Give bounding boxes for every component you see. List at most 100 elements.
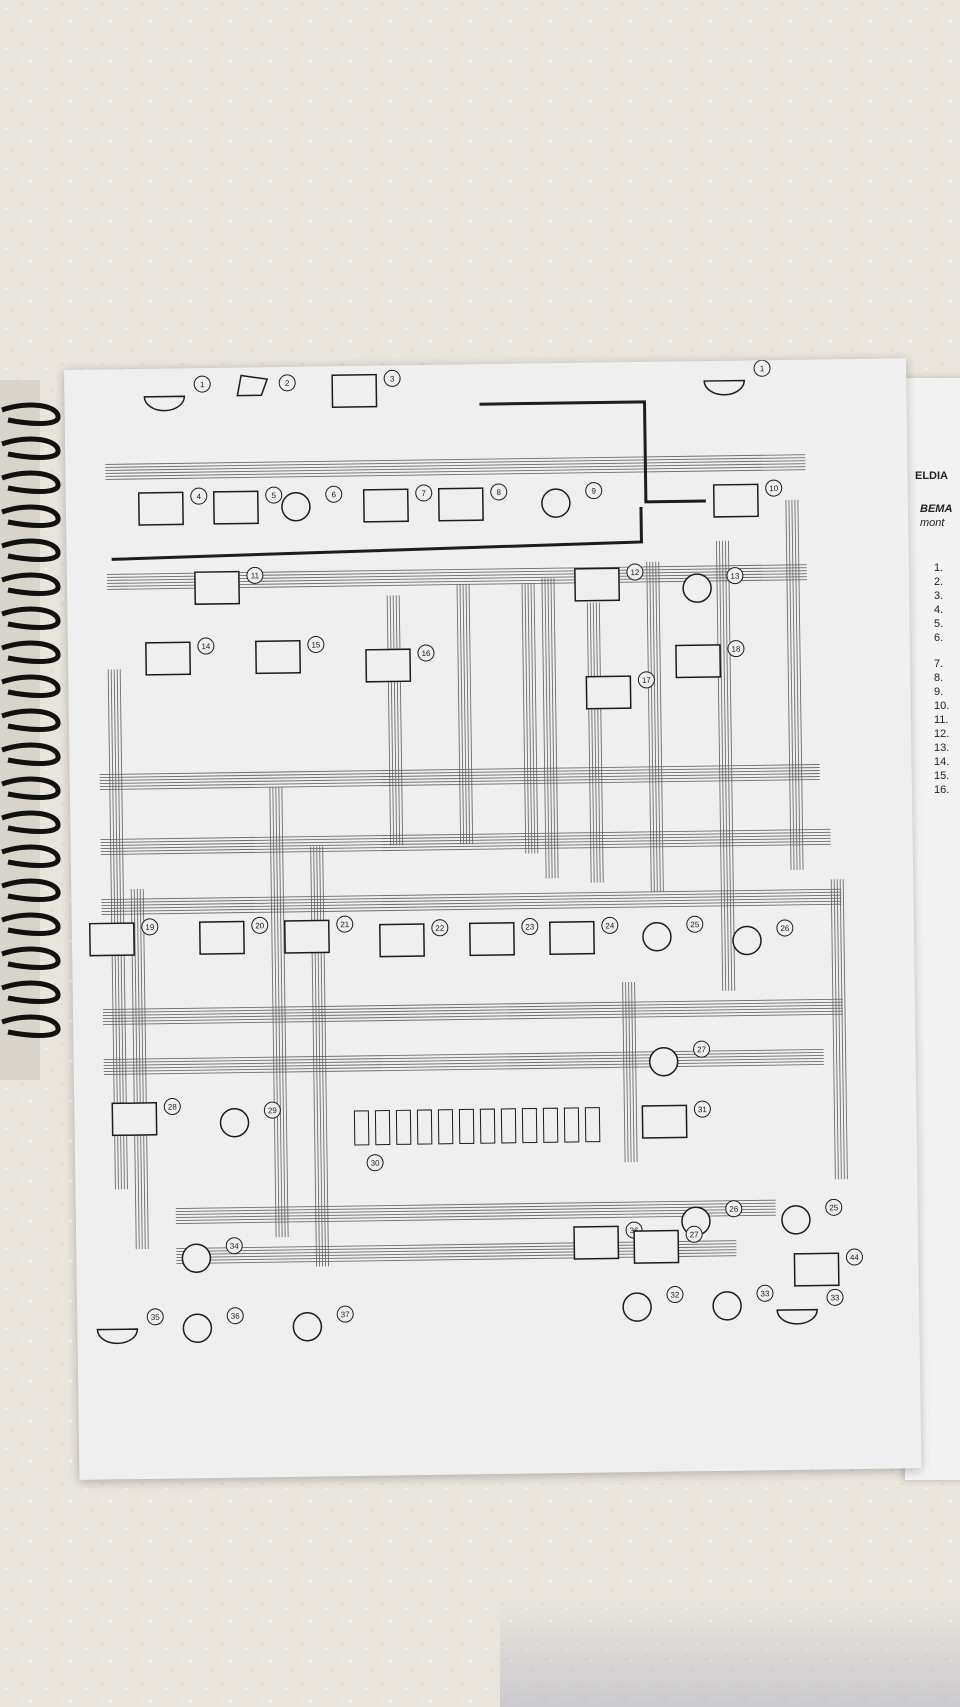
component-number: 37 xyxy=(341,1310,351,1319)
component-number: 19 xyxy=(145,923,155,932)
component-number-circle xyxy=(521,918,539,936)
diagram-component: 10 xyxy=(712,479,783,518)
component-number: 7 xyxy=(421,489,426,498)
component-number: 18 xyxy=(731,645,741,654)
diagram-component: 30 xyxy=(353,1107,601,1172)
component-number-circle xyxy=(753,359,771,377)
component-number-circle xyxy=(431,919,449,937)
component-number-circle xyxy=(163,1098,181,1116)
wire-bundle-line xyxy=(133,889,140,1250)
fuse-symbol xyxy=(500,1108,517,1144)
component-number: 22 xyxy=(435,924,445,933)
spiral-coil xyxy=(1,810,61,834)
wire-bundle-line xyxy=(100,831,831,843)
diagram-component: 36 xyxy=(573,1221,643,1260)
facing-page-legend-number: 3. xyxy=(934,590,944,602)
wire-bundle-line xyxy=(550,578,556,879)
component-number: 23 xyxy=(525,922,535,931)
wire-bundle-line xyxy=(316,846,323,1267)
fuse-symbol xyxy=(521,1107,538,1144)
wire-bundle-line xyxy=(100,828,831,840)
gauge-symbol xyxy=(281,492,311,522)
wire-bundle-line xyxy=(103,1055,824,1066)
component-number: 1 xyxy=(760,364,765,373)
component-box xyxy=(379,923,425,958)
wire-bundle-line xyxy=(103,1013,844,1025)
wire-bundle-line xyxy=(456,584,462,845)
wire-bundle-line xyxy=(794,499,801,870)
diagram-component: 21 xyxy=(283,915,354,954)
wire-bundle-line xyxy=(530,583,536,854)
gauge-symbol xyxy=(642,922,672,952)
component-number: 25 xyxy=(690,920,700,929)
diagram-component: 34 xyxy=(181,1237,243,1273)
wire-bundle-line xyxy=(103,1058,824,1069)
wire-bundle-line xyxy=(830,879,836,1180)
component-number: 33 xyxy=(760,1289,770,1298)
wire-bundle-line xyxy=(100,840,831,852)
component-box xyxy=(675,644,722,679)
facing-page-subtitle: BEMA xyxy=(920,503,953,515)
wire-bundle-line xyxy=(103,1061,824,1072)
wire-bundle-line xyxy=(836,879,842,1180)
wire-bundle-line xyxy=(395,595,401,846)
component-number: 2 xyxy=(285,379,290,388)
wire-bundle-line xyxy=(797,499,804,870)
gauge-symbol xyxy=(219,1107,250,1138)
fuse-symbol xyxy=(542,1107,559,1143)
wire-bundle-line xyxy=(462,584,468,845)
component-number: 21 xyxy=(340,920,350,929)
wire-bundle-line xyxy=(103,1064,824,1075)
facing-page-legend-number: 8. xyxy=(934,672,944,684)
component-box xyxy=(793,1252,840,1287)
wire-bundle-line xyxy=(839,879,845,1180)
diagram-component: 11 xyxy=(194,566,264,605)
component-number-circle xyxy=(685,1225,703,1243)
wire-bundle-line xyxy=(278,787,286,1238)
wire-bundle-line xyxy=(788,499,795,870)
component-number: 10 xyxy=(769,484,779,493)
gauge-symbol xyxy=(682,573,712,603)
component-box xyxy=(437,487,484,522)
component-number-circle xyxy=(845,1248,863,1266)
component-number-circle xyxy=(693,1100,711,1118)
component-number: 16 xyxy=(421,649,431,658)
fuse-symbol xyxy=(584,1107,601,1143)
component-box xyxy=(633,1229,680,1264)
diagram-component: 6 xyxy=(281,485,343,522)
wire-bundle-line xyxy=(100,837,831,849)
fuse-symbol xyxy=(563,1107,580,1143)
component-box xyxy=(574,567,621,602)
component-number-circle xyxy=(415,484,433,502)
component-number-circle xyxy=(141,918,159,936)
component-number-circle xyxy=(225,1237,243,1255)
gauge-symbol xyxy=(292,1311,323,1342)
diagram-component: 13 xyxy=(682,567,744,603)
component-number-circle xyxy=(265,486,283,504)
wire-bundle-line xyxy=(275,787,283,1238)
component-box xyxy=(548,920,595,956)
component-number: 36 xyxy=(231,1312,241,1321)
component-number: 6 xyxy=(331,490,336,499)
component-number: 27 xyxy=(690,1230,700,1239)
spiral-coil xyxy=(1,572,61,596)
gauge-symbol xyxy=(781,1205,811,1235)
spiral-coil xyxy=(1,1014,61,1038)
wire-bundle-line xyxy=(102,998,843,1010)
wire-bundle-line xyxy=(521,583,527,854)
component-number-circle xyxy=(251,916,269,934)
wire-bundle-line xyxy=(544,578,550,879)
diagram-component: 3 xyxy=(331,369,401,409)
wire-bundle-line xyxy=(628,982,632,1163)
wire-bundle-line xyxy=(646,561,652,892)
diagram-component: 2 xyxy=(236,374,296,397)
diagram-component: 14 xyxy=(145,637,215,676)
lamp-symbol xyxy=(703,379,745,396)
diagram-component: 19 xyxy=(88,918,159,957)
diagram-component: 4 xyxy=(137,487,208,526)
component-number: 20 xyxy=(255,921,265,930)
component-number: 26 xyxy=(729,1205,739,1214)
wire-bundle-line xyxy=(142,888,149,1249)
wire-bundle-line xyxy=(100,834,831,846)
component-box xyxy=(111,1102,158,1137)
